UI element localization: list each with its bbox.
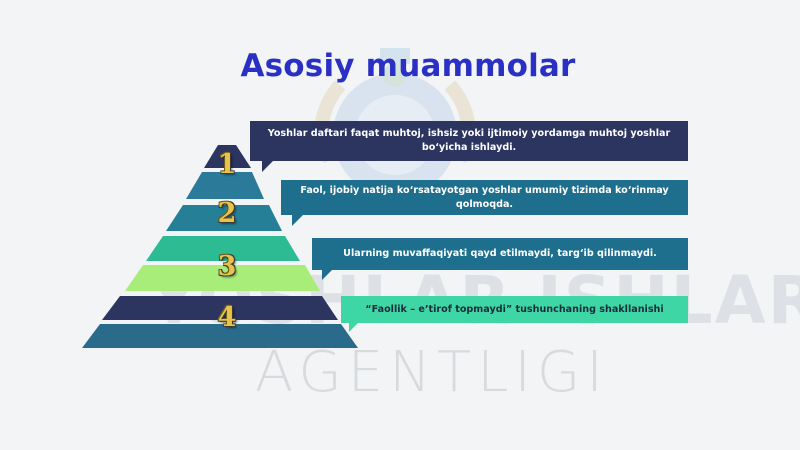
callout-4-pointer [349,322,359,332]
pyramid-band-2b [146,236,300,261]
callout-1: Yoshlar daftari faqat muhtoj, ishsiz yok… [250,121,688,161]
callout-3-pointer [322,269,333,280]
pyramid-band-4a [102,296,338,320]
callout-2: Faol, ijobiy natija ko‘rsatayotgan yoshl… [281,180,688,215]
pyramid-band-1a [204,145,251,168]
callout-2-pointer [292,214,304,226]
pyramid-band-4b [82,324,358,348]
pyramid-band-3 [125,265,320,291]
page-title: Asosiy muammolar [240,48,576,84]
pyramid-level-1-number: 1 [217,149,237,180]
callout-1-pointer [262,160,274,172]
callout-4: “Faollik – e’tirof topmaydi” tushunchani… [341,296,688,323]
watermark-line2: AGENTLIGI [255,340,609,405]
pyramid-band-1b [186,172,264,199]
pyramid-band-2a [166,205,282,231]
pyramid-level-4-number: 4 [217,302,237,333]
pyramid-level-2-number: 2 [217,198,237,229]
callout-3: Ularning muvaffaqiyati qayd etilmaydi, t… [312,238,688,270]
pyramid-level-3-number: 3 [217,251,237,282]
